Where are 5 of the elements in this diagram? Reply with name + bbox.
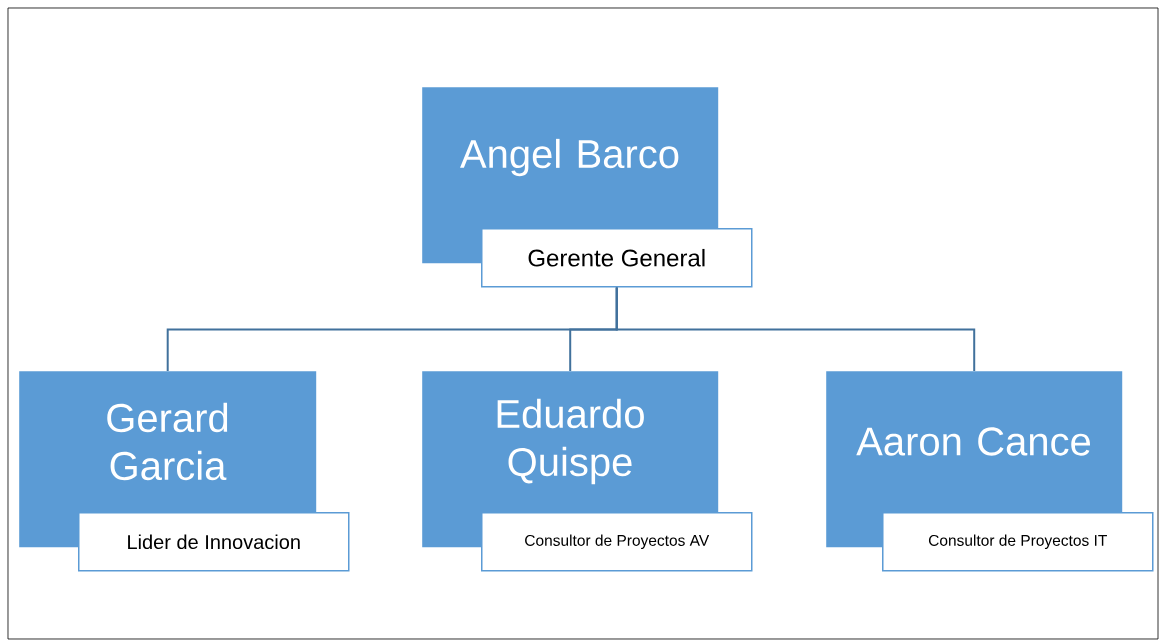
title-box: Gerente General [481, 228, 753, 288]
connector [615, 286, 976, 372]
title-box: Consultor de Proyectos AV [481, 512, 753, 572]
title-box: Consultor de Proyectos IT [882, 512, 1154, 572]
title-box: Lider de Innovacion [78, 512, 350, 572]
